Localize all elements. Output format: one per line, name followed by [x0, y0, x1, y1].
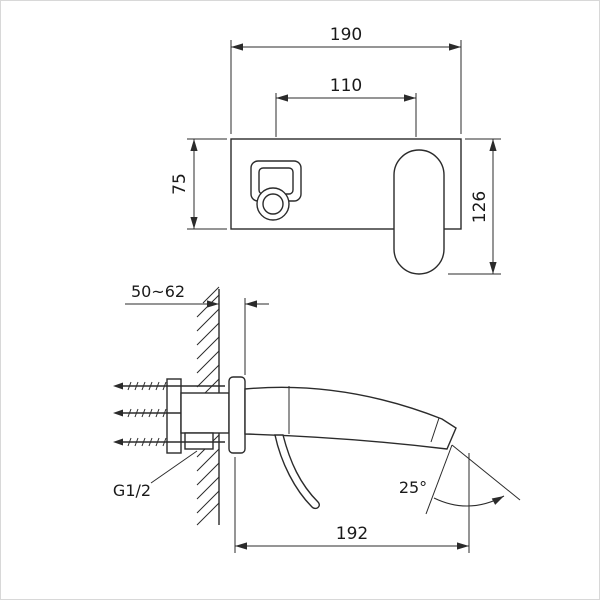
screw-top: [113, 381, 225, 391]
dim-spout-reach: 192: [234, 453, 470, 553]
aerator-outer: [256, 187, 290, 221]
dim-overall-width-label: 190: [330, 25, 362, 45]
dim-spout-reach-label: 192: [336, 524, 368, 544]
spray-angle-annotation: 25°: [399, 444, 521, 515]
dim-overall-height-label: 126: [470, 191, 490, 223]
side-view: 50~62 G1/2 25° 192: [113, 282, 521, 553]
spout-side: [244, 386, 457, 450]
dim-overall-height: 126: [448, 138, 501, 275]
dim-port-spacing: 110: [275, 76, 417, 137]
screw-bottom: [113, 437, 225, 447]
aerator-inner: [262, 193, 284, 215]
dim-plate-height: 75: [170, 138, 227, 230]
dim-overall-width: 190: [230, 25, 462, 134]
wall-plate: [230, 138, 462, 230]
screw-middle: [113, 408, 181, 418]
inlet-fitting: [184, 432, 214, 450]
thread-label: G1/2: [113, 481, 151, 500]
escutcheon: [228, 376, 246, 454]
lever-handle: [274, 434, 321, 510]
handle-front: [393, 149, 445, 275]
dim-install-depth-label: 50~62: [131, 282, 185, 301]
valve-body: [180, 392, 230, 434]
dim-port-spacing-label: 110: [330, 76, 362, 96]
front-view: 190 110 75 126: [170, 25, 501, 275]
aerator-tip-line: [430, 417, 440, 443]
dim-plate-height-label: 75: [170, 173, 190, 195]
dim-install-depth: 50~62: [125, 282, 269, 375]
spray-angle-label: 25°: [399, 478, 427, 497]
thread-callout: G1/2: [113, 450, 198, 500]
